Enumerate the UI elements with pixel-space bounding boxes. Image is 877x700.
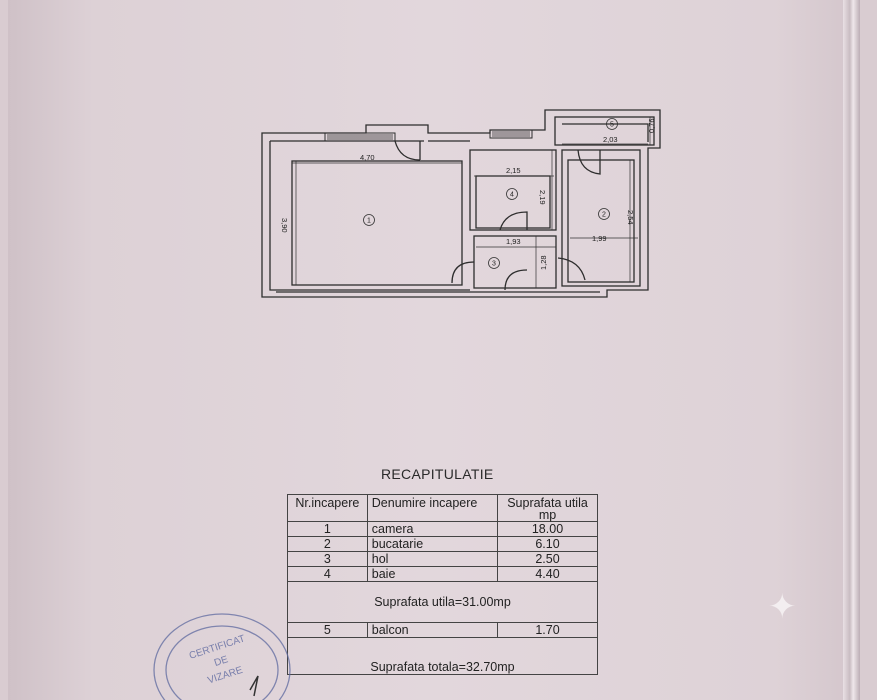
row-name: balcon <box>366 622 499 638</box>
row-nr: 3 <box>287 551 368 567</box>
table-row: 3 hol 2.50 <box>287 551 598 567</box>
header-area: Suprafata utila mp <box>497 494 598 522</box>
row-area: 1.70 <box>497 622 598 638</box>
util-total-row: Suprafata utila=31.00mp <box>287 581 598 623</box>
room-number-5: 5 <box>610 122 614 129</box>
grand-total: Suprafata totala=32.70mp <box>287 637 598 675</box>
table-row-balcony: 5 balcon 1.70 <box>287 622 598 638</box>
recap-title: RECAPITULATIE <box>381 466 494 482</box>
table-row: 2 bucatarie 6.10 <box>287 536 598 552</box>
dim-bucatarie-width: 1,99 <box>592 234 607 243</box>
dim-camera-height: 3,90 <box>280 218 289 233</box>
room-number-3: 3 <box>492 261 496 268</box>
dim-hol-width: 1,93 <box>506 237 521 246</box>
row-area: 18.00 <box>497 521 598 537</box>
row-area: 2.50 <box>497 551 598 567</box>
room-number-1: 1 <box>367 218 371 225</box>
dim-camera-width: 4,70 <box>360 153 375 162</box>
table-header-row: Nr.incapere Denumire incapere Suprafata … <box>287 494 598 522</box>
dim-balcon-width: 2,03 <box>603 135 618 144</box>
stamp-text-3: VIZARE <box>206 665 244 687</box>
row-name: camera <box>366 521 499 537</box>
row-nr: 1 <box>287 521 368 537</box>
recap-table: Nr.incapere Denumire incapere Suprafata … <box>287 494 598 675</box>
row-name: hol <box>366 551 499 567</box>
stamp-text-2: DE <box>213 654 230 669</box>
util-total: Suprafata utila=31.00mp <box>287 581 598 623</box>
sparkle-icon: ✦ <box>768 588 797 626</box>
dim-baie-height: 2,19 <box>538 190 547 205</box>
header-name: Denumire incapere <box>366 494 499 522</box>
table-row: 4 baie 4.40 <box>287 566 598 582</box>
page-edge <box>843 0 860 700</box>
header-nr: Nr.incapere <box>287 494 368 522</box>
dim-balcon-height: 0,76 <box>647 118 656 133</box>
row-name: baie <box>366 566 499 582</box>
row-area: 6.10 <box>497 536 598 552</box>
row-nr: 2 <box>287 536 368 552</box>
row-nr: 4 <box>287 566 368 582</box>
row-area: 4.40 <box>497 566 598 582</box>
dim-baie-width: 2,15 <box>506 166 521 175</box>
certificate-stamp: CERTIFICAT DE VIZARE <box>153 613 291 700</box>
dim-hol-height: 1,28 <box>539 255 548 270</box>
dim-bucatarie-height: 2,54 <box>626 210 635 225</box>
row-name: bucatarie <box>366 536 499 552</box>
grand-total-row: Suprafata totala=32.70mp <box>287 637 598 675</box>
room-number-4: 4 <box>510 192 514 199</box>
table-row: 1 camera 18.00 <box>287 521 598 537</box>
room-number-2: 2 <box>602 212 606 219</box>
